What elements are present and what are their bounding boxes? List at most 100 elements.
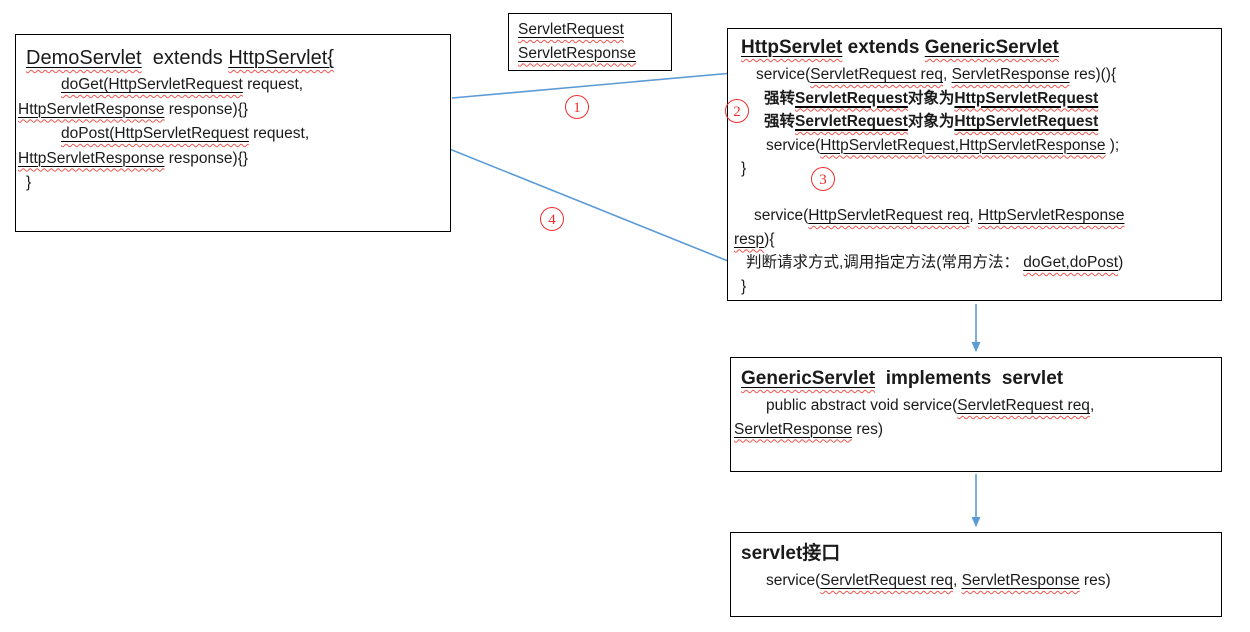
code-line: ServletResponse res) — [734, 418, 1215, 442]
code-segment: 对象为 — [907, 113, 955, 130]
underlined-identifier: ServletRequest req — [810, 66, 943, 83]
underlined-identifier: HttpServletRequest — [954, 90, 1098, 107]
code-segment: HttpServletRequest — [954, 113, 1099, 130]
code-segment: 强转 — [764, 113, 796, 130]
code-segment: servlet接口 — [741, 543, 841, 564]
code-segment: resp — [734, 230, 765, 248]
code-segment: , — [1089, 397, 1095, 414]
code-segment: service( — [754, 207, 809, 224]
code-segment: ServletResponse — [518, 44, 637, 62]
underlined-identifier: GenericServlet — [741, 368, 875, 389]
code-segment: res)(){ — [1069, 66, 1117, 83]
code-segment: ServletResponse — [961, 572, 1080, 589]
box-title-line: HttpServlet extends GenericServlet — [741, 33, 1215, 63]
code-segment: HttpServletResponse — [978, 207, 1125, 224]
code-segment: ); — [1105, 136, 1120, 154]
code-line: service(HttpServletRequest req, HttpServ… — [754, 204, 1215, 228]
underlined-identifier: resp — [734, 231, 764, 248]
underlined-identifier: HttpServlet{ — [228, 47, 334, 69]
code-segment: HttpServletRequest,HttpServletResponse — [820, 136, 1106, 154]
code-line: public abstract void service(ServletRequ… — [766, 394, 1215, 418]
code-segment: request, — [242, 76, 304, 93]
code-segment: } — [741, 160, 747, 177]
code-line: resp){ — [734, 228, 1215, 252]
underlined-identifier: ServletRequest req — [820, 572, 953, 589]
code-line: 判断请求方式,调用指定方法(常用方法： doGet,doPost) — [746, 251, 1215, 275]
code-segment: ServletRequest — [795, 89, 908, 107]
code-segment: ServletResponse — [951, 66, 1070, 83]
code-segment: ServletRequest req — [810, 66, 943, 83]
demo-servlet-class-box: DemoServlet extends HttpServlet{ doGet(Ht… — [15, 34, 451, 232]
code-segment: service( — [756, 66, 811, 83]
code-segment: HttpServletResponse — [18, 100, 165, 118]
code-line: ServletResponse — [518, 42, 665, 66]
underlined-identifier: doPost(HttpServletRequest — [61, 125, 249, 142]
code-segment: HttpServlet{ — [228, 47, 334, 69]
code-segment: } — [741, 277, 747, 295]
code-segment: extends — [141, 47, 229, 69]
code-segment: HttpServletRequest req — [808, 207, 970, 224]
code-segment: doGet(HttpServletRequest — [61, 76, 243, 93]
underlined-identifier: ServletResponse — [962, 572, 1080, 589]
code-segment: , — [942, 66, 952, 83]
step-badge-1-circled-number: 1 — [565, 95, 589, 119]
step-badge-3-circled-number: 3 — [811, 167, 835, 191]
code-line: } — [741, 275, 1215, 299]
code-segment: doGet,doPost — [1023, 254, 1119, 271]
underlined-identifier: HttpServlet — [741, 37, 842, 58]
code-segment: service( — [766, 572, 821, 589]
step-badge-4-circled-number: 4 — [540, 207, 564, 231]
code-line: doPost(HttpServletRequest request, — [61, 122, 444, 147]
http-servlet-class-box: HttpServlet extends GenericServlet servic… — [727, 28, 1222, 301]
code-segment: res) — [1079, 572, 1111, 589]
underlined-identifier: ServletRequest — [518, 21, 624, 38]
box-title-line: GenericServlet implements servlet — [741, 364, 1215, 394]
code-segment: ServletRequest — [795, 113, 908, 130]
code-segment: response){} — [164, 149, 249, 167]
underlined-identifier: doGet,doPost — [1023, 254, 1118, 271]
underlined-identifier: HttpServletRequest — [954, 113, 1098, 130]
underlined-identifier: HttpServletResponse — [18, 101, 164, 118]
code-segment: service( — [766, 136, 821, 154]
code-segment: , — [969, 207, 978, 224]
code-segment: implements servlet — [875, 368, 1064, 389]
code-segment: DemoServlet — [26, 47, 142, 69]
code-segment: HttpServletRequest — [954, 89, 1099, 107]
code-segment: ServletRequest req — [820, 572, 953, 589]
code-segment: GenericServlet — [924, 37, 1059, 58]
underlined-identifier: ServletRequest req — [957, 397, 1090, 414]
underlined-identifier: GenericServlet — [925, 37, 1059, 58]
code-segment: res) — [852, 420, 884, 438]
code-line: service(ServletRequest req, ServletRespo… — [766, 569, 1215, 593]
underlined-identifier: ServletResponse — [518, 45, 636, 62]
code-segment: } — [26, 174, 32, 191]
code-segment: public abstract void service( — [766, 397, 958, 414]
code-segment: ServletResponse — [734, 420, 853, 438]
box-title-line: servlet接口 — [741, 539, 1215, 569]
code-segment: doPost(HttpServletRequest — [61, 125, 249, 142]
step-badge-2-circled-number: 2 — [725, 99, 749, 123]
underlined-identifier: ServletRequest — [795, 113, 908, 130]
code-line: } — [741, 157, 1215, 181]
code-line — [730, 181, 1215, 205]
code-segment: ServletRequest — [518, 21, 624, 38]
underlined-identifier: doGet(HttpServletRequest — [61, 76, 243, 93]
underlined-identifier: HttpServletRequest,HttpServletResponse — [820, 137, 1105, 154]
code-segment: 对象为 — [907, 89, 955, 107]
code-line: HttpServletResponse response){} — [18, 147, 444, 172]
code-segment: 强转 — [764, 89, 796, 107]
underlined-identifier: ServletResponse — [952, 66, 1070, 83]
underlined-identifier: ServletResponse — [734, 421, 852, 438]
code-line: ServletRequest — [518, 18, 665, 42]
code-line: service(HttpServletRequest,HttpServletRe… — [766, 134, 1215, 158]
code-segment: HttpServlet — [741, 37, 843, 58]
code-segment: response){} — [164, 100, 249, 118]
underlined-identifier: HttpServletResponse — [18, 150, 164, 167]
code-segment: ) — [1118, 254, 1124, 271]
code-line: } — [26, 171, 444, 196]
code-line: 强转ServletRequest对象为HttpServletRequest — [764, 87, 1215, 111]
code-segment: , — [952, 572, 962, 589]
